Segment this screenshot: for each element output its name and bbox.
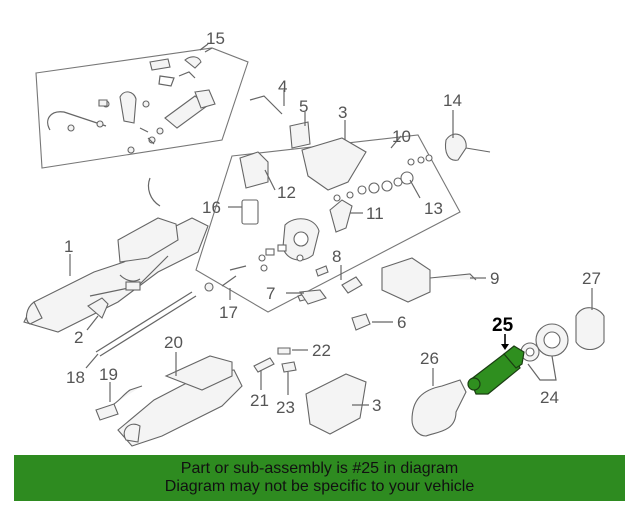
callout-1: 1 — [64, 237, 73, 256]
kit-panel-15 — [35, 47, 249, 169]
part-14-sensor — [444, 133, 491, 161]
part-5-cap — [289, 121, 311, 149]
part-2-bracket — [87, 297, 109, 319]
part-3-lower-cover — [305, 373, 367, 435]
steering-column-assembly — [23, 177, 209, 333]
callout-19: 19 — [99, 365, 118, 384]
part-24-bearing — [520, 323, 569, 362]
info-banner: Part or sub-assembly is #25 in diagram D… — [14, 455, 625, 501]
callout-17: 17 — [219, 303, 238, 322]
part-25-intermediate-shaft — [467, 345, 525, 395]
callout-3-lower: 3 — [372, 396, 381, 415]
part-27-seal — [575, 307, 605, 351]
part-26-boot — [411, 379, 467, 437]
leader-lines — [69, 43, 593, 406]
part-20-housing — [117, 355, 243, 447]
callout-18: 18 — [66, 368, 85, 387]
part-22-screw — [277, 347, 291, 355]
steering-column-parts-diagram: 15 4 5 3 14 10 12 13 16 11 1 8 9 27 7 17… — [23, 29, 605, 447]
callout-11: 11 — [366, 204, 384, 223]
callout-labels: 15 4 5 3 14 10 12 13 16 11 1 8 9 27 7 17… — [64, 29, 601, 417]
part-4-spring — [249, 95, 283, 115]
banner-line-part: Part or sub-assembly is #25 in diagram — [180, 460, 459, 477]
callout-24: 24 — [540, 388, 559, 407]
callout-3-upper: 3 — [338, 103, 347, 122]
part-19-harness — [95, 385, 143, 421]
part-23-clip — [281, 361, 297, 373]
callout-8: 8 — [332, 247, 341, 266]
part-21-pin — [253, 357, 275, 373]
callout-4: 4 — [278, 77, 287, 96]
callout-25-highlighted: 25 — [492, 315, 514, 336]
callout-6: 6 — [397, 313, 406, 332]
callout-13: 13 — [424, 199, 443, 218]
part-9-switch — [381, 257, 477, 303]
callout-5: 5 — [299, 97, 308, 116]
callout-12: 12 — [277, 183, 296, 202]
part-3-upper-cover — [301, 137, 367, 191]
callout-16: 16 — [202, 198, 221, 217]
kit-panel-10 — [195, 134, 461, 313]
callout-23: 23 — [276, 398, 295, 417]
callout-15: 15 — [206, 29, 225, 48]
callout-14: 14 — [443, 91, 462, 110]
callout-9: 9 — [490, 269, 499, 288]
banner-line-disclaimer: Diagram may not be specific to your vehi… — [164, 478, 475, 495]
part-6-bolt — [351, 313, 371, 331]
callout-21: 21 — [250, 391, 269, 410]
callout-22: 22 — [312, 341, 331, 360]
callout-27: 27 — [582, 269, 601, 288]
callout-2: 2 — [74, 328, 83, 347]
callout-20: 20 — [164, 333, 183, 352]
callout-7: 7 — [266, 284, 275, 303]
callout-10: 10 — [392, 127, 411, 146]
part-18-rod — [95, 291, 193, 353]
callout-26: 26 — [420, 349, 439, 368]
